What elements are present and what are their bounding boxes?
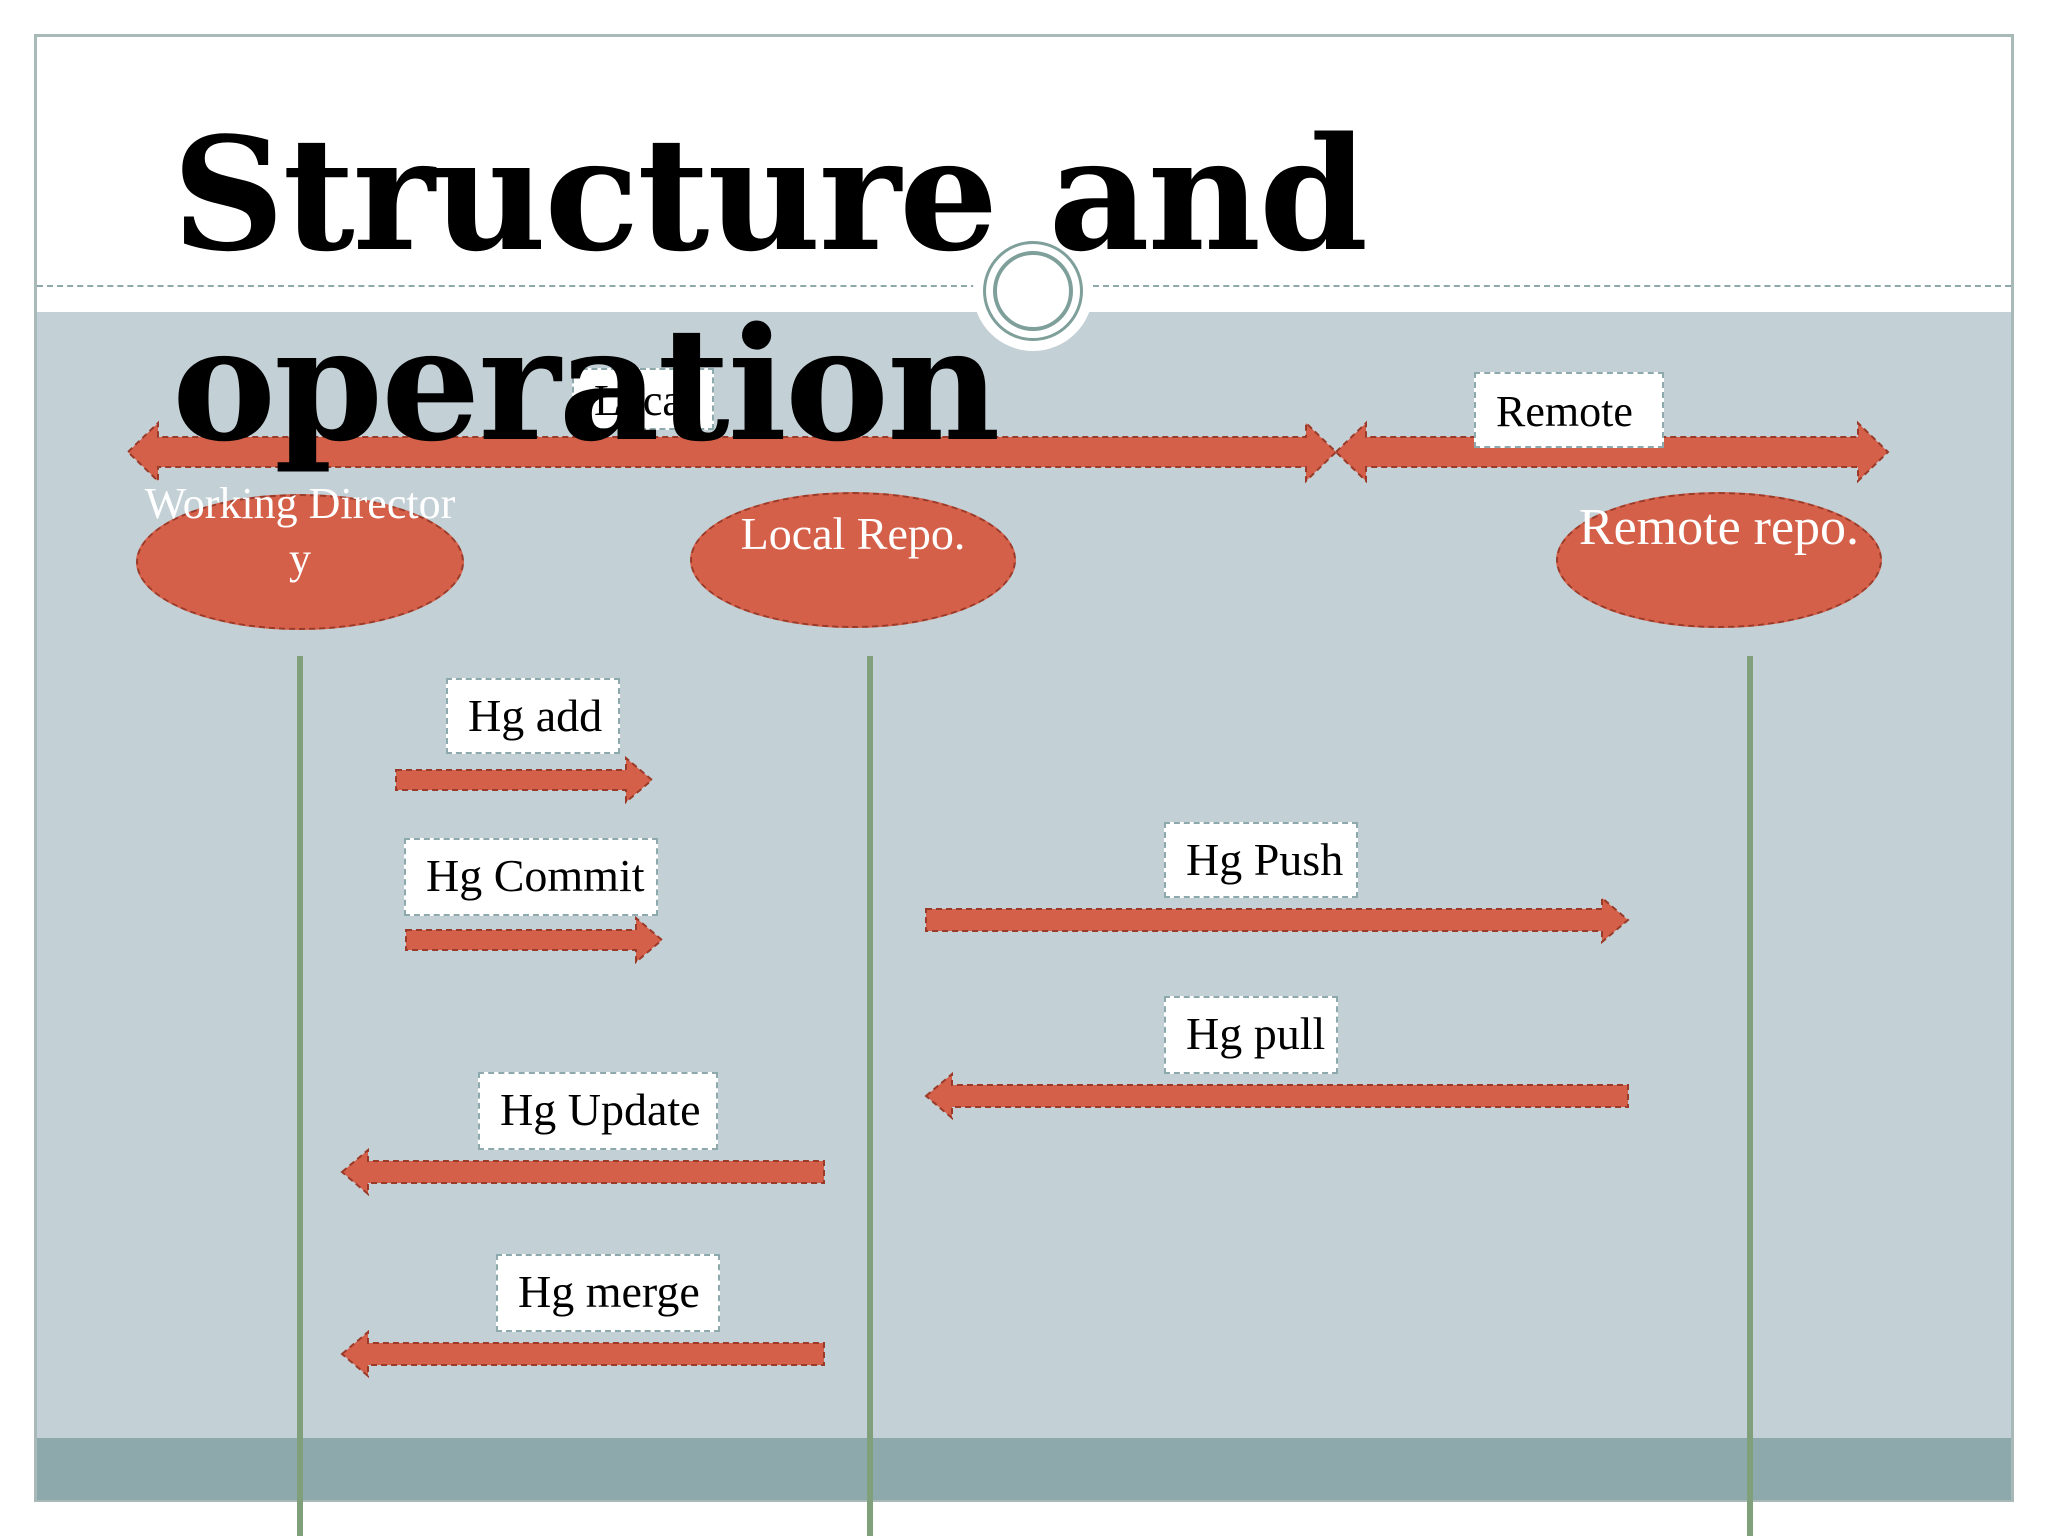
remote-repo-node (1556, 492, 1882, 628)
local-repo-label: Local Repo. (740, 508, 966, 559)
hg-pull-label: Hg pull (1164, 996, 1338, 1074)
hg-pull-arrow (924, 1071, 1629, 1121)
header-divider-left (37, 285, 977, 287)
slide-title: Structure and operation (172, 103, 1368, 476)
divider-circle-ornament-icon (973, 231, 1093, 351)
hg-merge-arrow (340, 1329, 825, 1379)
hg-merge-label: Hg merge (496, 1254, 720, 1332)
hg-commit-label: Hg Commit (404, 838, 658, 916)
hg-commit-arrow (405, 915, 664, 965)
working-directory-node (136, 494, 464, 630)
remote-zone-label: Remote (1474, 372, 1664, 448)
hg-push-label: Hg Push (1164, 822, 1358, 898)
hg-push-arrow (925, 895, 1630, 945)
working-directory-label: Working Directory (144, 479, 456, 583)
hg-add-arrow (395, 755, 654, 805)
local-zone-label: Local (572, 368, 714, 430)
hg-update-label: Hg Update (478, 1072, 718, 1150)
ornament-inner-ring (993, 251, 1073, 331)
header-divider-right (1093, 285, 2011, 287)
arrows (126, 420, 1890, 1379)
slide-footer-band (37, 1438, 2011, 1500)
ornament-outer-ring (983, 241, 1083, 341)
hg-add-label: Hg add (446, 678, 620, 754)
remote-repo-label: Remote repo. (1578, 499, 1860, 556)
local-repo-node (690, 492, 1016, 628)
local-zone-double-arrow (126, 420, 1338, 484)
lifelines (297, 656, 1753, 1536)
hg-update-arrow (340, 1147, 825, 1197)
